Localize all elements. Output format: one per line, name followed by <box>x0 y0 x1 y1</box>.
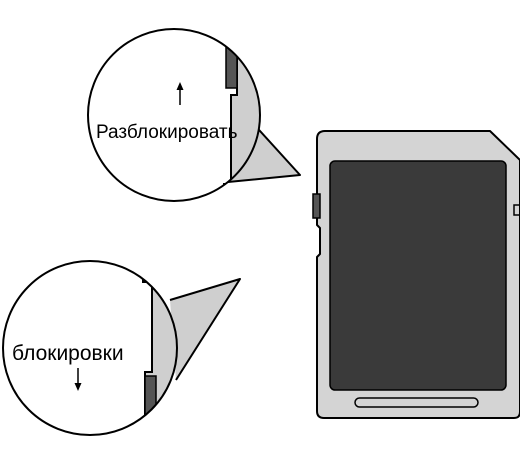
unlock-label: Разблокировать <box>96 122 238 143</box>
sd-card-grip-slot <box>354 397 479 408</box>
magnifier-unlock-switch <box>225 37 238 89</box>
sd-card <box>312 130 520 419</box>
magnifier-unlock: Разблокировать <box>87 28 301 202</box>
magnifier-lock-pointer <box>169 278 241 381</box>
magnifier-unlock-card-edge <box>223 29 260 201</box>
sd-card-lock-switch <box>312 193 321 219</box>
sd-card-window <box>329 160 507 391</box>
magnifier-lock: блокировки <box>2 260 241 436</box>
lock-label: блокировки <box>12 342 124 365</box>
down-arrow-icon <box>74 368 82 391</box>
magnifier-lock-switch <box>144 375 157 431</box>
up-arrow-icon <box>176 82 184 105</box>
sd-card-edge-notch <box>513 204 520 216</box>
